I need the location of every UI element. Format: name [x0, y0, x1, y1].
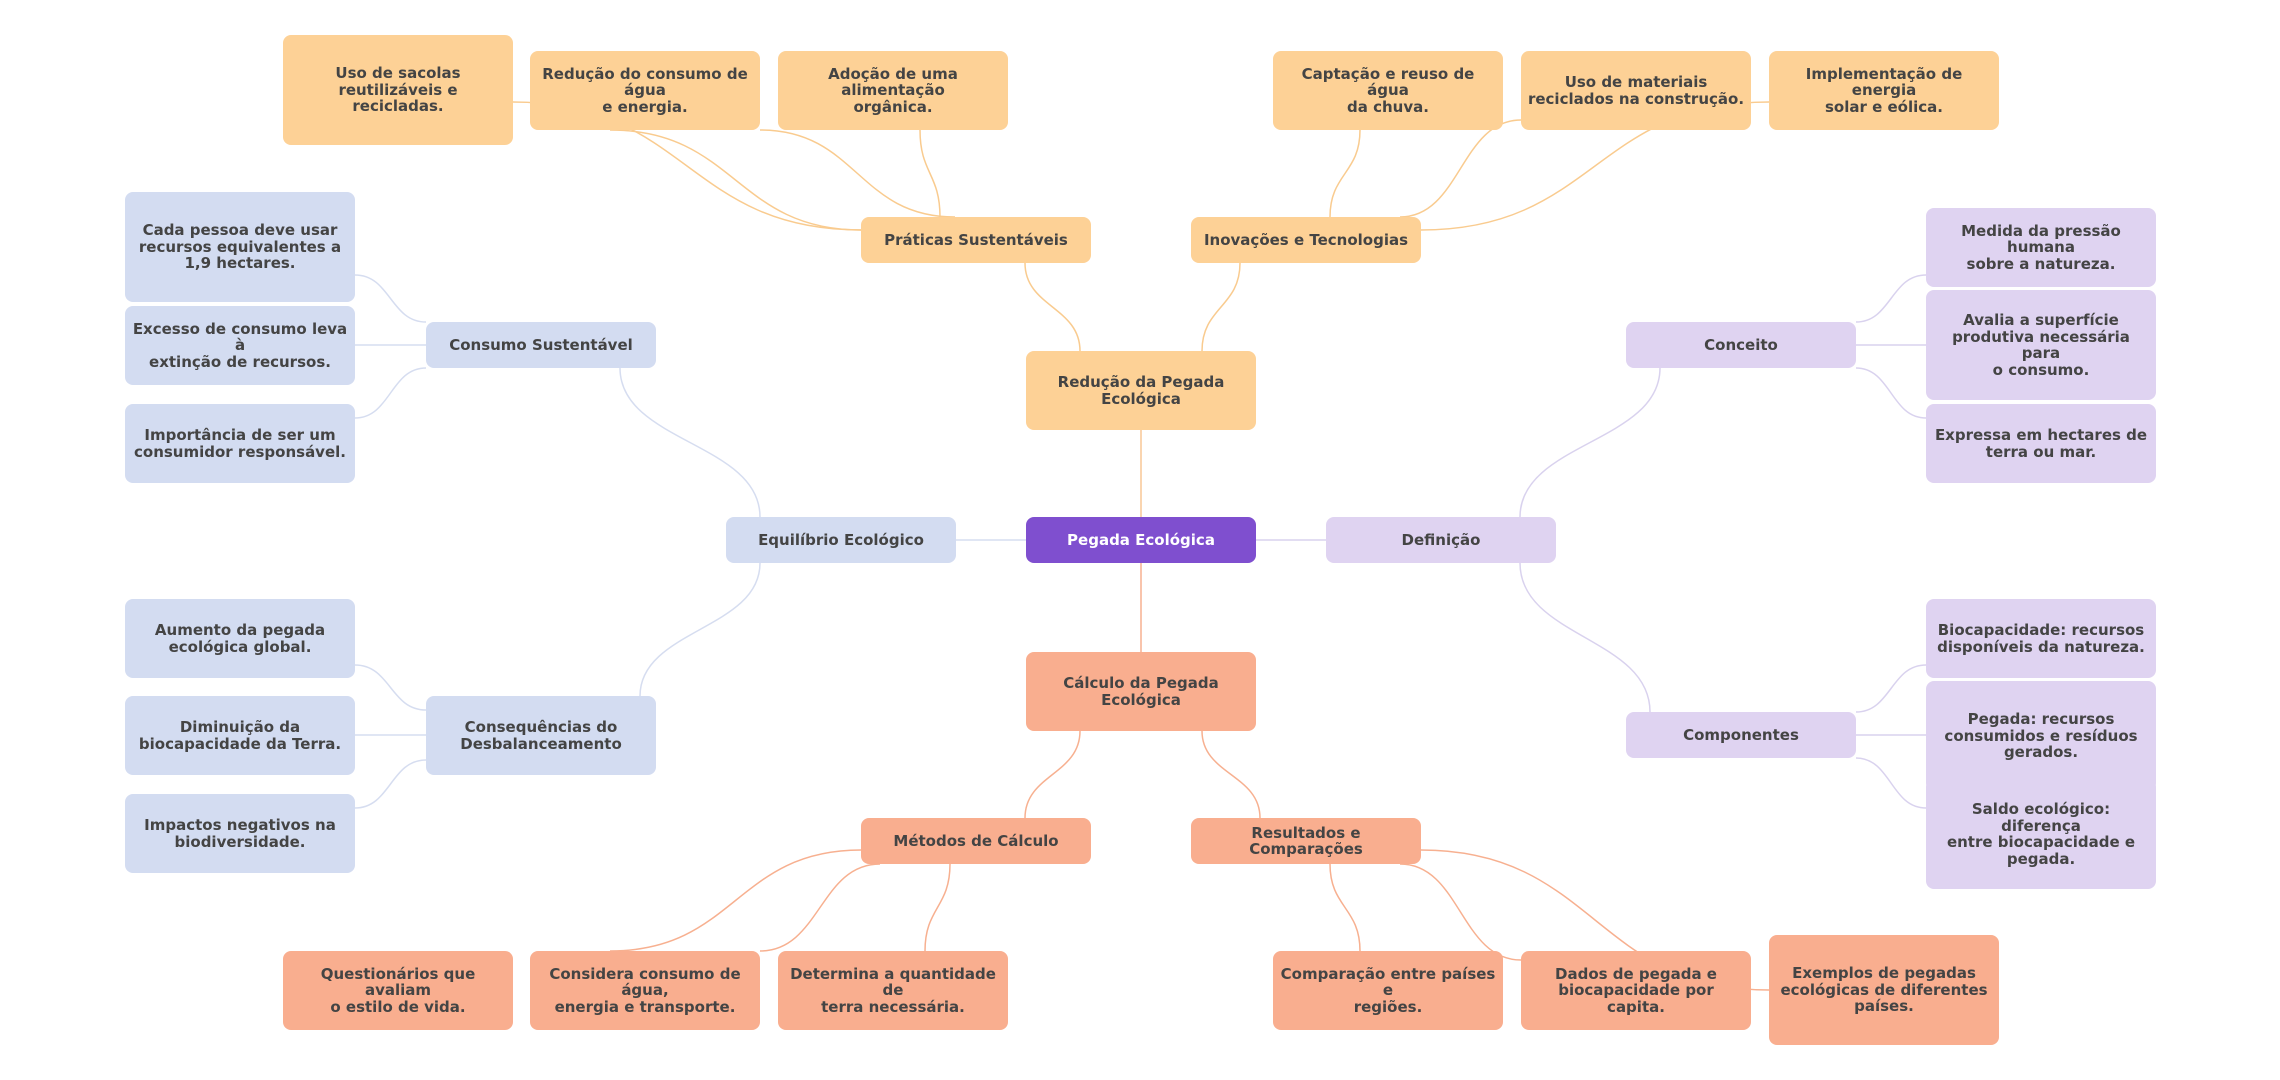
node-definicao[interactable]: Definição: [1326, 517, 1556, 563]
link-inovacoes-captacao: [1329, 129, 1361, 218]
node-importancia[interactable]: Importância de ser um consumidor respons…: [125, 404, 355, 483]
node-determina[interactable]: Determina a quantidade de terra necessár…: [778, 951, 1008, 1030]
link-resultados-dados: [1399, 863, 1522, 961]
link-metodos-considera: [759, 863, 881, 952]
link-definicao-conceito: [1519, 367, 1661, 518]
link-resultados-comparacao: [1329, 863, 1361, 952]
link-conceito-expressa: [1855, 367, 1927, 419]
node-questionarios[interactable]: Questionários que avaliam o estilo de vi…: [283, 951, 513, 1030]
node-comparacao[interactable]: Comparação entre países e regiões.: [1273, 951, 1503, 1030]
node-resultados[interactable]: Resultados e Comparações: [1191, 818, 1421, 864]
link-praticas-alimentacao: [759, 129, 956, 218]
node-impactos[interactable]: Impactos negativos na biodiversidade.: [125, 794, 355, 873]
link-praticas-agua: [609, 129, 862, 231]
node-root[interactable]: Pegada Ecológica: [1026, 517, 1256, 563]
node-exemplos[interactable]: Exemplos de pegadas ecológicas de difere…: [1769, 935, 1999, 1045]
node-reducao[interactable]: Redução da Pegada Ecológica: [1026, 351, 1256, 430]
node-calculo[interactable]: Cálculo da Pegada Ecológica: [1026, 652, 1256, 731]
node-consumo-sustentavel[interactable]: Consumo Sustentável: [426, 322, 656, 368]
node-excesso[interactable]: Excesso de consumo leva à extinção de re…: [125, 306, 355, 385]
link-conceito-medida: [1855, 274, 1927, 323]
node-avalia[interactable]: Avalia a superfície produtiva necessária…: [1926, 290, 2156, 400]
link-metodos-determina: [924, 863, 951, 952]
link-conseq-impactos: [354, 759, 427, 809]
link-metodos-questionarios: [609, 849, 862, 952]
node-conceito[interactable]: Conceito: [1626, 322, 1856, 368]
node-dados[interactable]: Dados de pegada e biocapacidade por capi…: [1521, 951, 1751, 1030]
node-considera[interactable]: Considera consumo de água, energia e tra…: [530, 951, 760, 1030]
node-medida[interactable]: Medida da pressão humana sobre a naturez…: [1926, 208, 2156, 287]
link-inovacoes-materiais: [1399, 119, 1522, 218]
node-cada-pessoa[interactable]: Cada pessoa deve usar recursos equivalen…: [125, 192, 355, 302]
node-metodos[interactable]: Métodos de Cálculo: [861, 818, 1091, 864]
link-conseq-aumento: [354, 664, 427, 711]
link-equilibrio-consumo: [619, 367, 761, 518]
node-sacolas[interactable]: Uso de sacolas reutilizáveis e reciclada…: [283, 35, 513, 145]
node-agua-energia[interactable]: Redução do consumo de água e energia.: [530, 51, 760, 130]
link-comp-biocapacidade: [1855, 664, 1927, 713]
link-comp-saldo: [1855, 757, 1927, 809]
node-captacao[interactable]: Captação e reuso de água da chuva.: [1273, 51, 1503, 130]
node-consequencias[interactable]: Consequências do Desbalanceamento: [426, 696, 656, 775]
link-reducao-praticas: [1024, 262, 1081, 352]
node-energia-solar[interactable]: Implementação de energia solar e eólica.: [1769, 51, 1999, 130]
link-praticas-alimentacao2: [919, 129, 941, 218]
node-biocapacidade[interactable]: Biocapacidade: recursos disponíveis da n…: [1926, 599, 2156, 678]
node-inovacoes[interactable]: Inovações e Tecnologias: [1191, 217, 1421, 263]
link-consumo-cada: [354, 274, 427, 323]
node-componentes[interactable]: Componentes: [1626, 712, 1856, 758]
node-aumento[interactable]: Aumento da pegada ecológica global.: [125, 599, 355, 678]
node-alimentacao[interactable]: Adoção de uma alimentação orgânica.: [778, 51, 1008, 130]
link-calculo-metodos: [1024, 730, 1081, 819]
link-equilibrio-consequencias: [639, 562, 761, 697]
node-materiais[interactable]: Uso de materiais reciclados na construçã…: [1521, 51, 1751, 130]
node-saldo[interactable]: Saldo ecológico: diferença entre biocapa…: [1926, 779, 2156, 889]
node-praticas[interactable]: Práticas Sustentáveis: [861, 217, 1091, 263]
node-diminuicao[interactable]: Diminuição da biocapacidade da Terra.: [125, 696, 355, 775]
link-definicao-componentes: [1519, 562, 1651, 713]
node-pegada[interactable]: Pegada: recursos consumidos e resíduos g…: [1926, 681, 2156, 791]
node-equilibrio[interactable]: Equilíbrio Ecológico: [726, 517, 956, 563]
link-reducao-inovacoes: [1201, 262, 1241, 352]
link-consumo-importancia: [354, 367, 427, 419]
node-expressa[interactable]: Expressa em hectares de terra ou mar.: [1926, 404, 2156, 483]
link-calculo-resultados: [1201, 730, 1261, 819]
